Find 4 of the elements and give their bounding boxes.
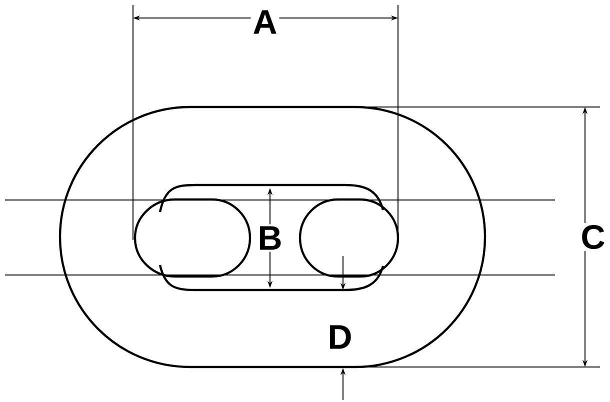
dimension-label: B (256, 224, 284, 252)
dimension-label: A (250, 8, 280, 36)
dimension-label: D (326, 323, 354, 351)
dimension-label: C (578, 222, 608, 252)
